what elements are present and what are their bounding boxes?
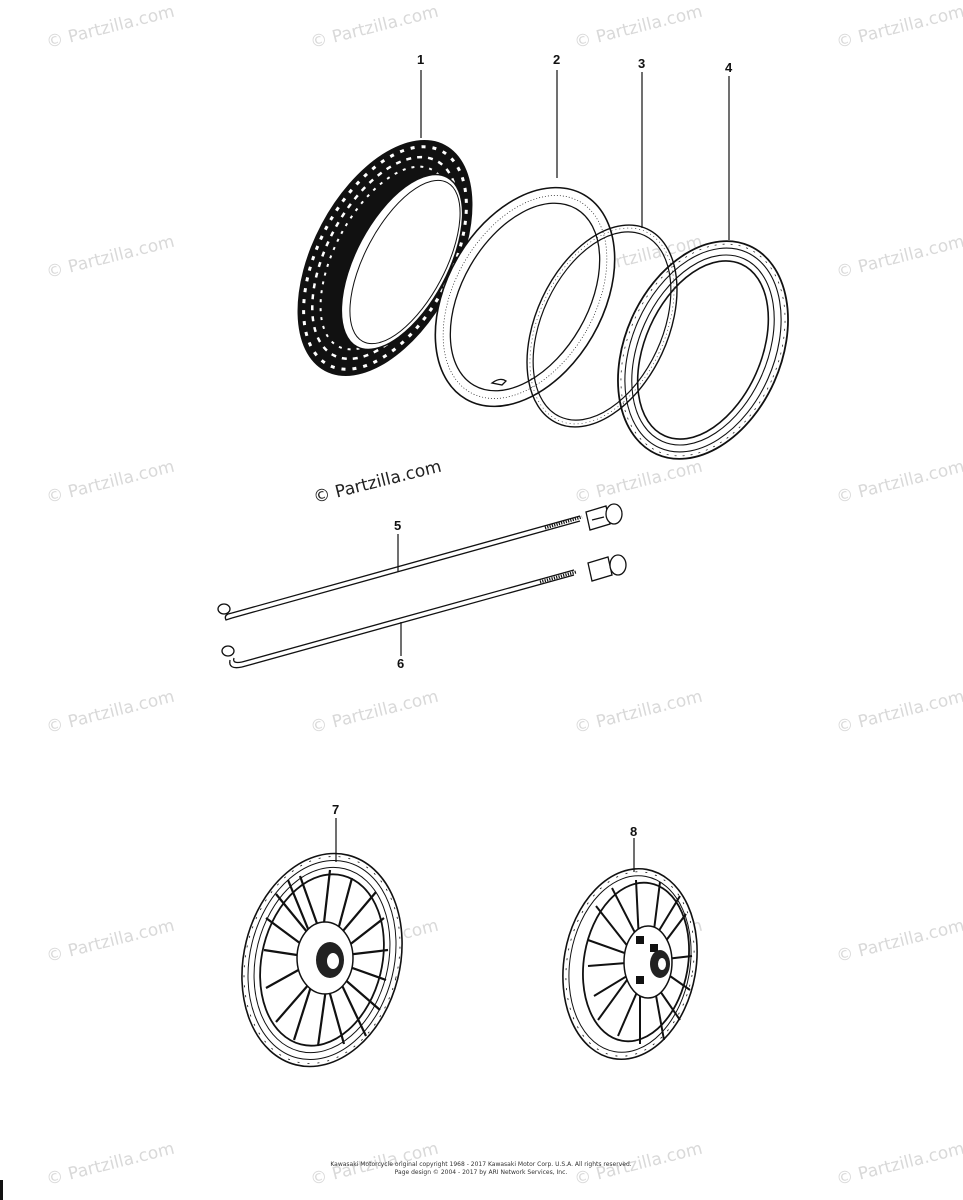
- part-5-spoke: [217, 503, 623, 621]
- callout-labels: 1 2 3 4 5 6 7 8: [332, 52, 733, 839]
- watermark: © Partzilla.com: [572, 687, 704, 738]
- part-6-spoke: [221, 554, 627, 669]
- watermark: © Partzilla.com: [834, 916, 963, 967]
- footer-design: Page design © 2004 - 2017 by ARI Network…: [395, 1169, 568, 1176]
- watermark: © Partzilla.com: [308, 2, 440, 53]
- part-4-rim: [617, 240, 789, 460]
- overlay-watermark: © Partzilla.com: [311, 457, 443, 508]
- watermark: © Partzilla.com: [44, 916, 176, 967]
- watermark-grid: © Partzilla.com © Partzilla.com © Partzi…: [44, 2, 963, 1190]
- callout-8: 8: [630, 824, 637, 839]
- callout-leaders: [335, 70, 730, 872]
- watermark: © Partzilla.com: [308, 687, 440, 738]
- callout-2: 2: [553, 52, 560, 67]
- edge-mark: [0, 1180, 3, 1200]
- callout-6: 6: [397, 656, 404, 671]
- watermark: © Partzilla.com: [834, 232, 963, 283]
- watermark: © Partzilla.com: [572, 2, 704, 53]
- callout-1: 1: [417, 52, 424, 67]
- footer-copyright: Kawasaki Motorcycle original copyright 1…: [330, 1161, 631, 1168]
- watermark: © Partzilla.com: [834, 687, 963, 738]
- watermark: © Partzilla.com: [44, 687, 176, 738]
- callout-4: 4: [725, 60, 733, 75]
- callout-3: 3: [638, 56, 645, 71]
- watermark: © Partzilla.com: [44, 2, 176, 53]
- callout-5: 5: [394, 518, 401, 533]
- watermark: © Partzilla.com: [44, 1139, 176, 1190]
- watermark: © Partzilla.com: [834, 1139, 963, 1190]
- part-2-tube: [434, 186, 616, 408]
- callout-7: 7: [332, 802, 339, 817]
- part-8-wheel-assembly: [562, 867, 698, 1061]
- watermark: © Partzilla.com: [572, 457, 704, 508]
- watermark: © Partzilla.com: [44, 232, 176, 283]
- part-3-rim-band: [526, 224, 678, 428]
- watermark: © Partzilla.com: [44, 457, 176, 508]
- watermark: © Partzilla.com: [834, 457, 963, 508]
- watermark: © Partzilla.com: [834, 2, 963, 53]
- part-7-wheel-assembly: [241, 852, 403, 1068]
